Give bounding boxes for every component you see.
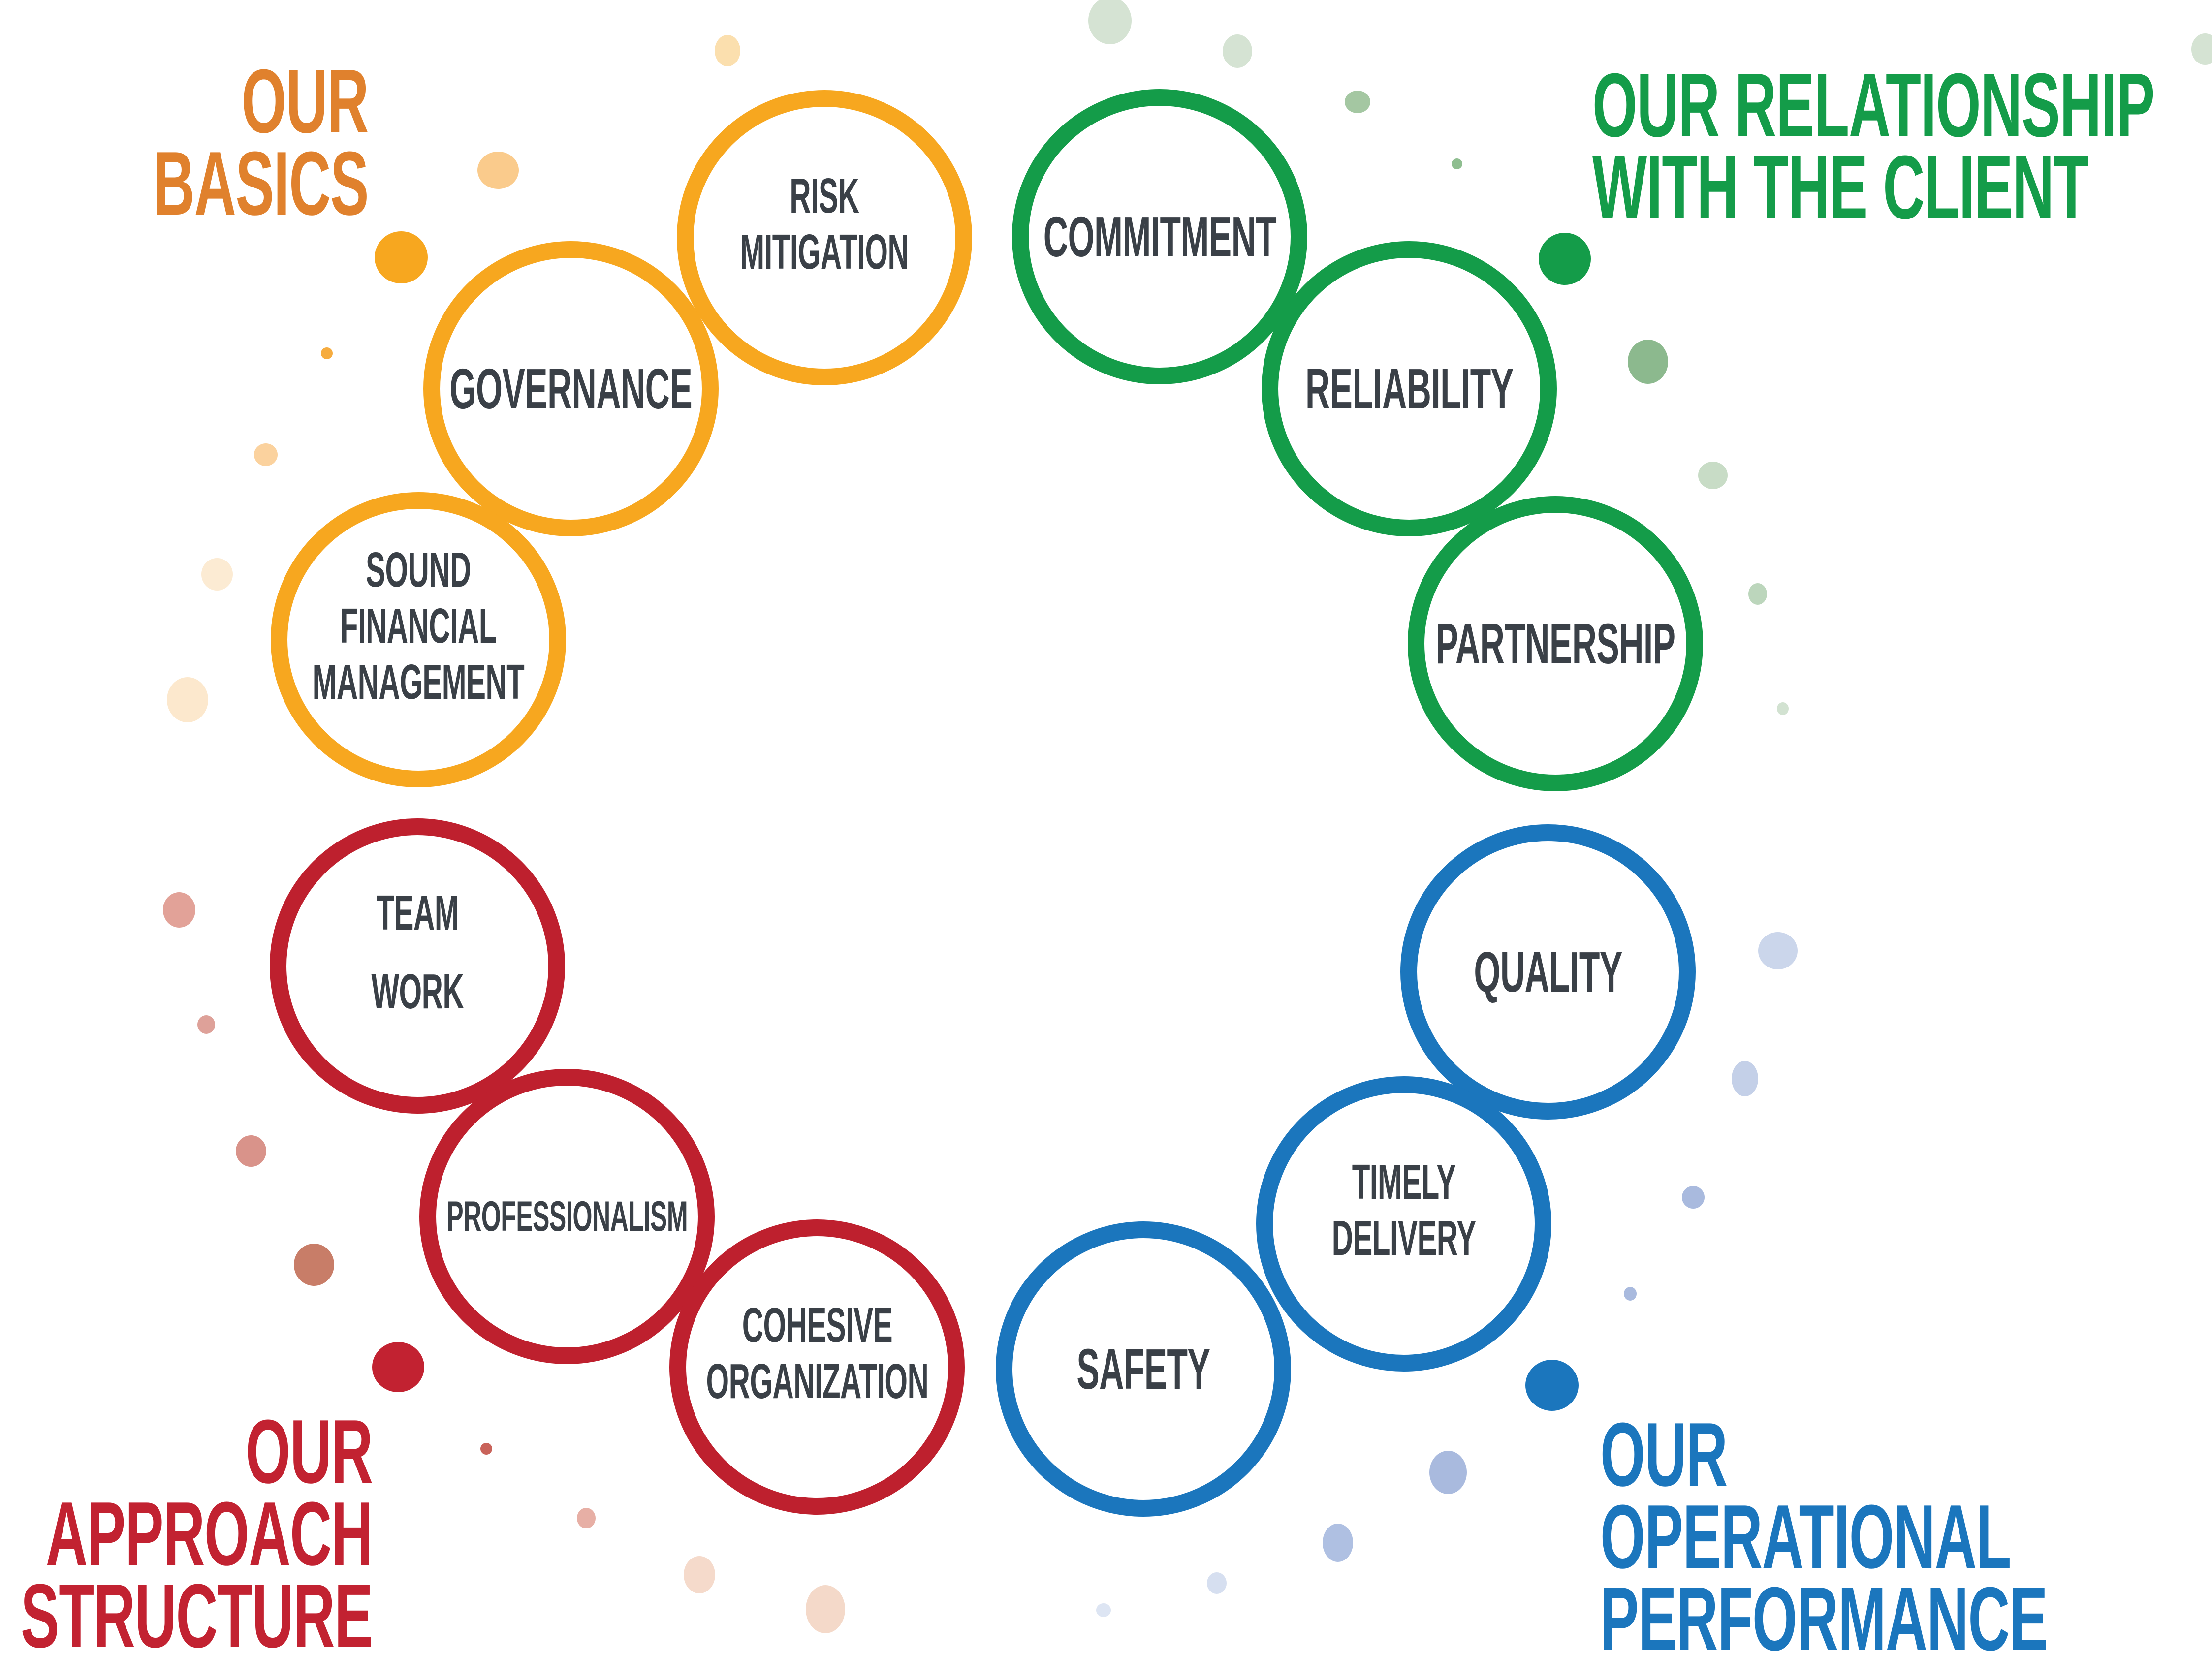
decor-dot [2191,33,2212,65]
circle-label-line: COMMITMENT [1043,204,1276,269]
decor-dot [1758,932,1798,969]
value-circle-reliability: RELIABILITY [1262,241,1557,536]
decor-dot [684,1556,715,1593]
quadrant-label-line: STRUCTURE [21,1565,373,1653]
circle-label-governance: GOVERNANCE [450,356,693,421]
circle-label-line: GOVERNANCE [449,356,693,421]
circle-label-line: DELIVERY [1331,1211,1476,1266]
quadrant-label-line: APPROACH [46,1483,373,1584]
circle-label-line: TIMELY [1352,1154,1456,1210]
decor-dot [201,558,233,591]
quadrant-label-our-relationship-with-the-client: OUR RELATIONSHIP WITH THE CLIENT [1592,54,2155,238]
quadrant-label-line: PERFORMANCE [1600,1568,2048,1653]
decor-dot [1223,34,1252,68]
quadrant-label-line: OPERATIONAL [1600,1486,2012,1587]
value-circle-team-work: TEAM WORK [270,818,565,1114]
decor-dot [1525,1360,1579,1411]
circle-label-commitment: COMMITMENT [1043,204,1276,269]
quadrant-label-our-basics: OUR BASICS [153,50,369,234]
decor-dot [1732,1061,1758,1096]
decor-dot [375,231,428,283]
quadrant-label-line: OUR [1600,1403,1728,1505]
circle-label-line: SOUND [366,542,471,597]
decor-dot [1777,702,1789,715]
decor-dot [480,1443,492,1455]
decor-dot [321,347,333,359]
quadrant-label-line: OUR [246,1401,373,1502]
circle-label-line: RELIABILITY [1305,356,1514,421]
circle-label-line: MITIGATION [740,224,909,280]
decor-dot [477,152,519,189]
decor-dot [163,892,195,928]
decor-dot [1207,1572,1227,1594]
quadrant-label-line: WITH THE CLIENT [1592,136,2089,238]
circle-label-safety: SAFETY [1076,1337,1211,1402]
circle-label-line: SAFETY [1076,1337,1211,1401]
circle-label-team-work: TEAM WORK [371,873,464,1031]
decor-dot [254,443,278,466]
quadrant-label-our-operational-performance: OUR OPERATIONAL PERFORMANCE [1600,1403,2048,1653]
circle-label-reliability: RELIABILITY [1305,356,1514,421]
decor-dot [167,677,208,722]
circle-label-line: FINANCIAL [340,598,497,654]
decor-dot [294,1244,334,1286]
value-circle-commitment: COMMITMENT [1012,89,1307,384]
circle-label-line: PROFESSIONALISM [446,1192,688,1240]
decor-dot [577,1508,596,1528]
circle-label-line: WORK [371,964,464,1019]
circle-label-line: MANAGEMENT [312,655,525,710]
decor-dot [1682,1186,1705,1209]
decor-dot [1624,1287,1637,1301]
circle-label-line: QUALITY [1474,939,1622,1004]
decor-dot [1429,1451,1467,1494]
circle-label-line: PARTNERSHIP [1435,611,1675,676]
decor-dot [1539,233,1591,285]
quadrant-label-our-approach-structure: OUR APPROACH STRUCTURE [21,1401,373,1653]
circle-label-line: TEAM [376,885,459,940]
quadrant-label-line: BASICS [153,132,369,234]
quadrant-label-line: OUR [241,50,369,152]
quadrant-label-line: OUR RELATIONSHIP [1592,54,2155,156]
value-circle-governance: GOVERNANCE [423,241,719,536]
decor-dot [372,1342,424,1392]
decor-dot [236,1135,266,1167]
circle-label-line: ORGANIZATION [706,1354,928,1409]
circle-label-quality: QUALITY [1474,939,1622,1004]
circle-label-professionalism: PROFESSIONALISM [446,1192,688,1241]
value-circle-quality: QUALITY [1400,824,1696,1120]
decor-dot [1698,462,1728,489]
decor-dot [1323,1524,1353,1562]
decor-dot [715,35,740,66]
circle-label-line: RISK [790,168,860,223]
value-circle-safety: SAFETY [996,1221,1291,1517]
circle-label-partnership: PARTNERSHIP [1435,611,1675,676]
value-circle-professionalism: PROFESSIONALISM [419,1069,715,1364]
decor-dot [197,1015,215,1034]
value-circle-partnership: PARTNERSHIP [1408,496,1703,791]
decor-dot [806,1585,845,1633]
decor-dot [1452,158,1462,169]
decor-dot [1096,1603,1111,1617]
decor-dot [1088,0,1132,44]
decor-dot [1748,583,1767,605]
decor-dot [1345,91,1370,113]
circle-label-line: COHESIVE [742,1298,892,1353]
decor-dot [1628,340,1668,384]
